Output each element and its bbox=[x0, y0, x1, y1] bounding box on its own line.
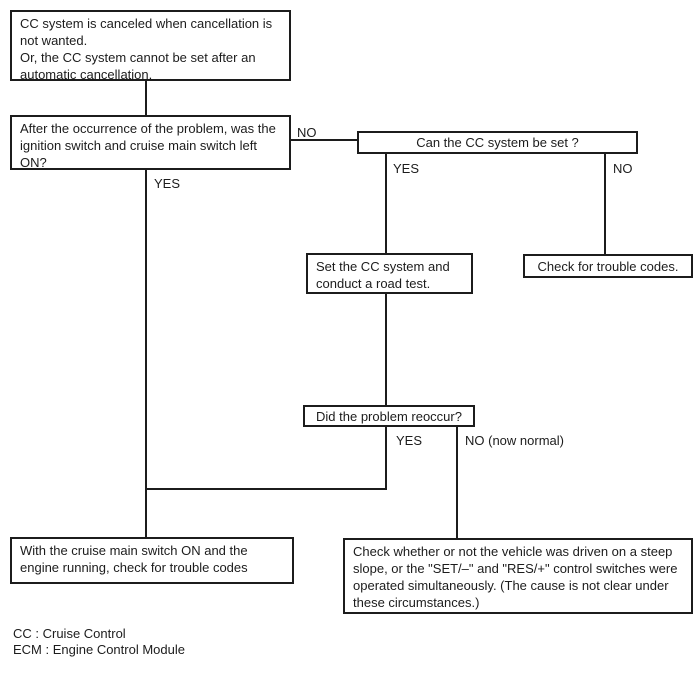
branch-label-yes-cc-set: YES bbox=[393, 161, 420, 176]
flow-box-check-codes-running: With the cruise main switch ON and the e… bbox=[10, 537, 294, 584]
connector-no-to-cc-set bbox=[290, 139, 357, 141]
flow-box-start: CC system is canceled when cancellation … bbox=[10, 10, 291, 82]
flow-box-check-steep-slope: Check whether or not the vehicle was dri… bbox=[343, 538, 693, 614]
flow-box-check-trouble-codes: Check for trouble codes. bbox=[523, 254, 693, 278]
branch-label-yes-ignition: YES bbox=[154, 176, 181, 191]
branch-label-no-cc-set: NO bbox=[613, 161, 633, 176]
flow-box-question-ignition: After the occurrence of the problem, was… bbox=[10, 115, 291, 170]
flow-box-question-reoccur: Did the problem reoccur? bbox=[303, 405, 475, 427]
branch-label-yes-reoccur: YES bbox=[396, 433, 423, 448]
flow-box-question-cc-set: Can the CC system be set ? bbox=[357, 131, 638, 154]
branch-label-no-ignition: NO bbox=[297, 125, 317, 140]
connector-setcc-to-reoccur bbox=[385, 293, 387, 405]
connector-yes-main-vertical bbox=[145, 170, 147, 538]
connector-start-to-ignition bbox=[145, 80, 147, 117]
flow-box-set-cc: Set the CC system and conduct a road tes… bbox=[306, 253, 473, 294]
legend-cc: CC : Cruise Control bbox=[13, 626, 126, 641]
connector-reoccur-yes-vertical bbox=[385, 426, 387, 490]
connector-reoccur-yes-horizontal bbox=[145, 488, 387, 490]
connector-ccset-yes-vertical bbox=[385, 154, 387, 254]
legend-ecm: ECM : Engine Control Module bbox=[13, 642, 185, 657]
branch-label-no-reoccur: NO (now normal) bbox=[465, 433, 564, 448]
connector-reoccur-no-vertical bbox=[456, 426, 458, 539]
connector-ccset-no-vertical bbox=[604, 154, 606, 255]
